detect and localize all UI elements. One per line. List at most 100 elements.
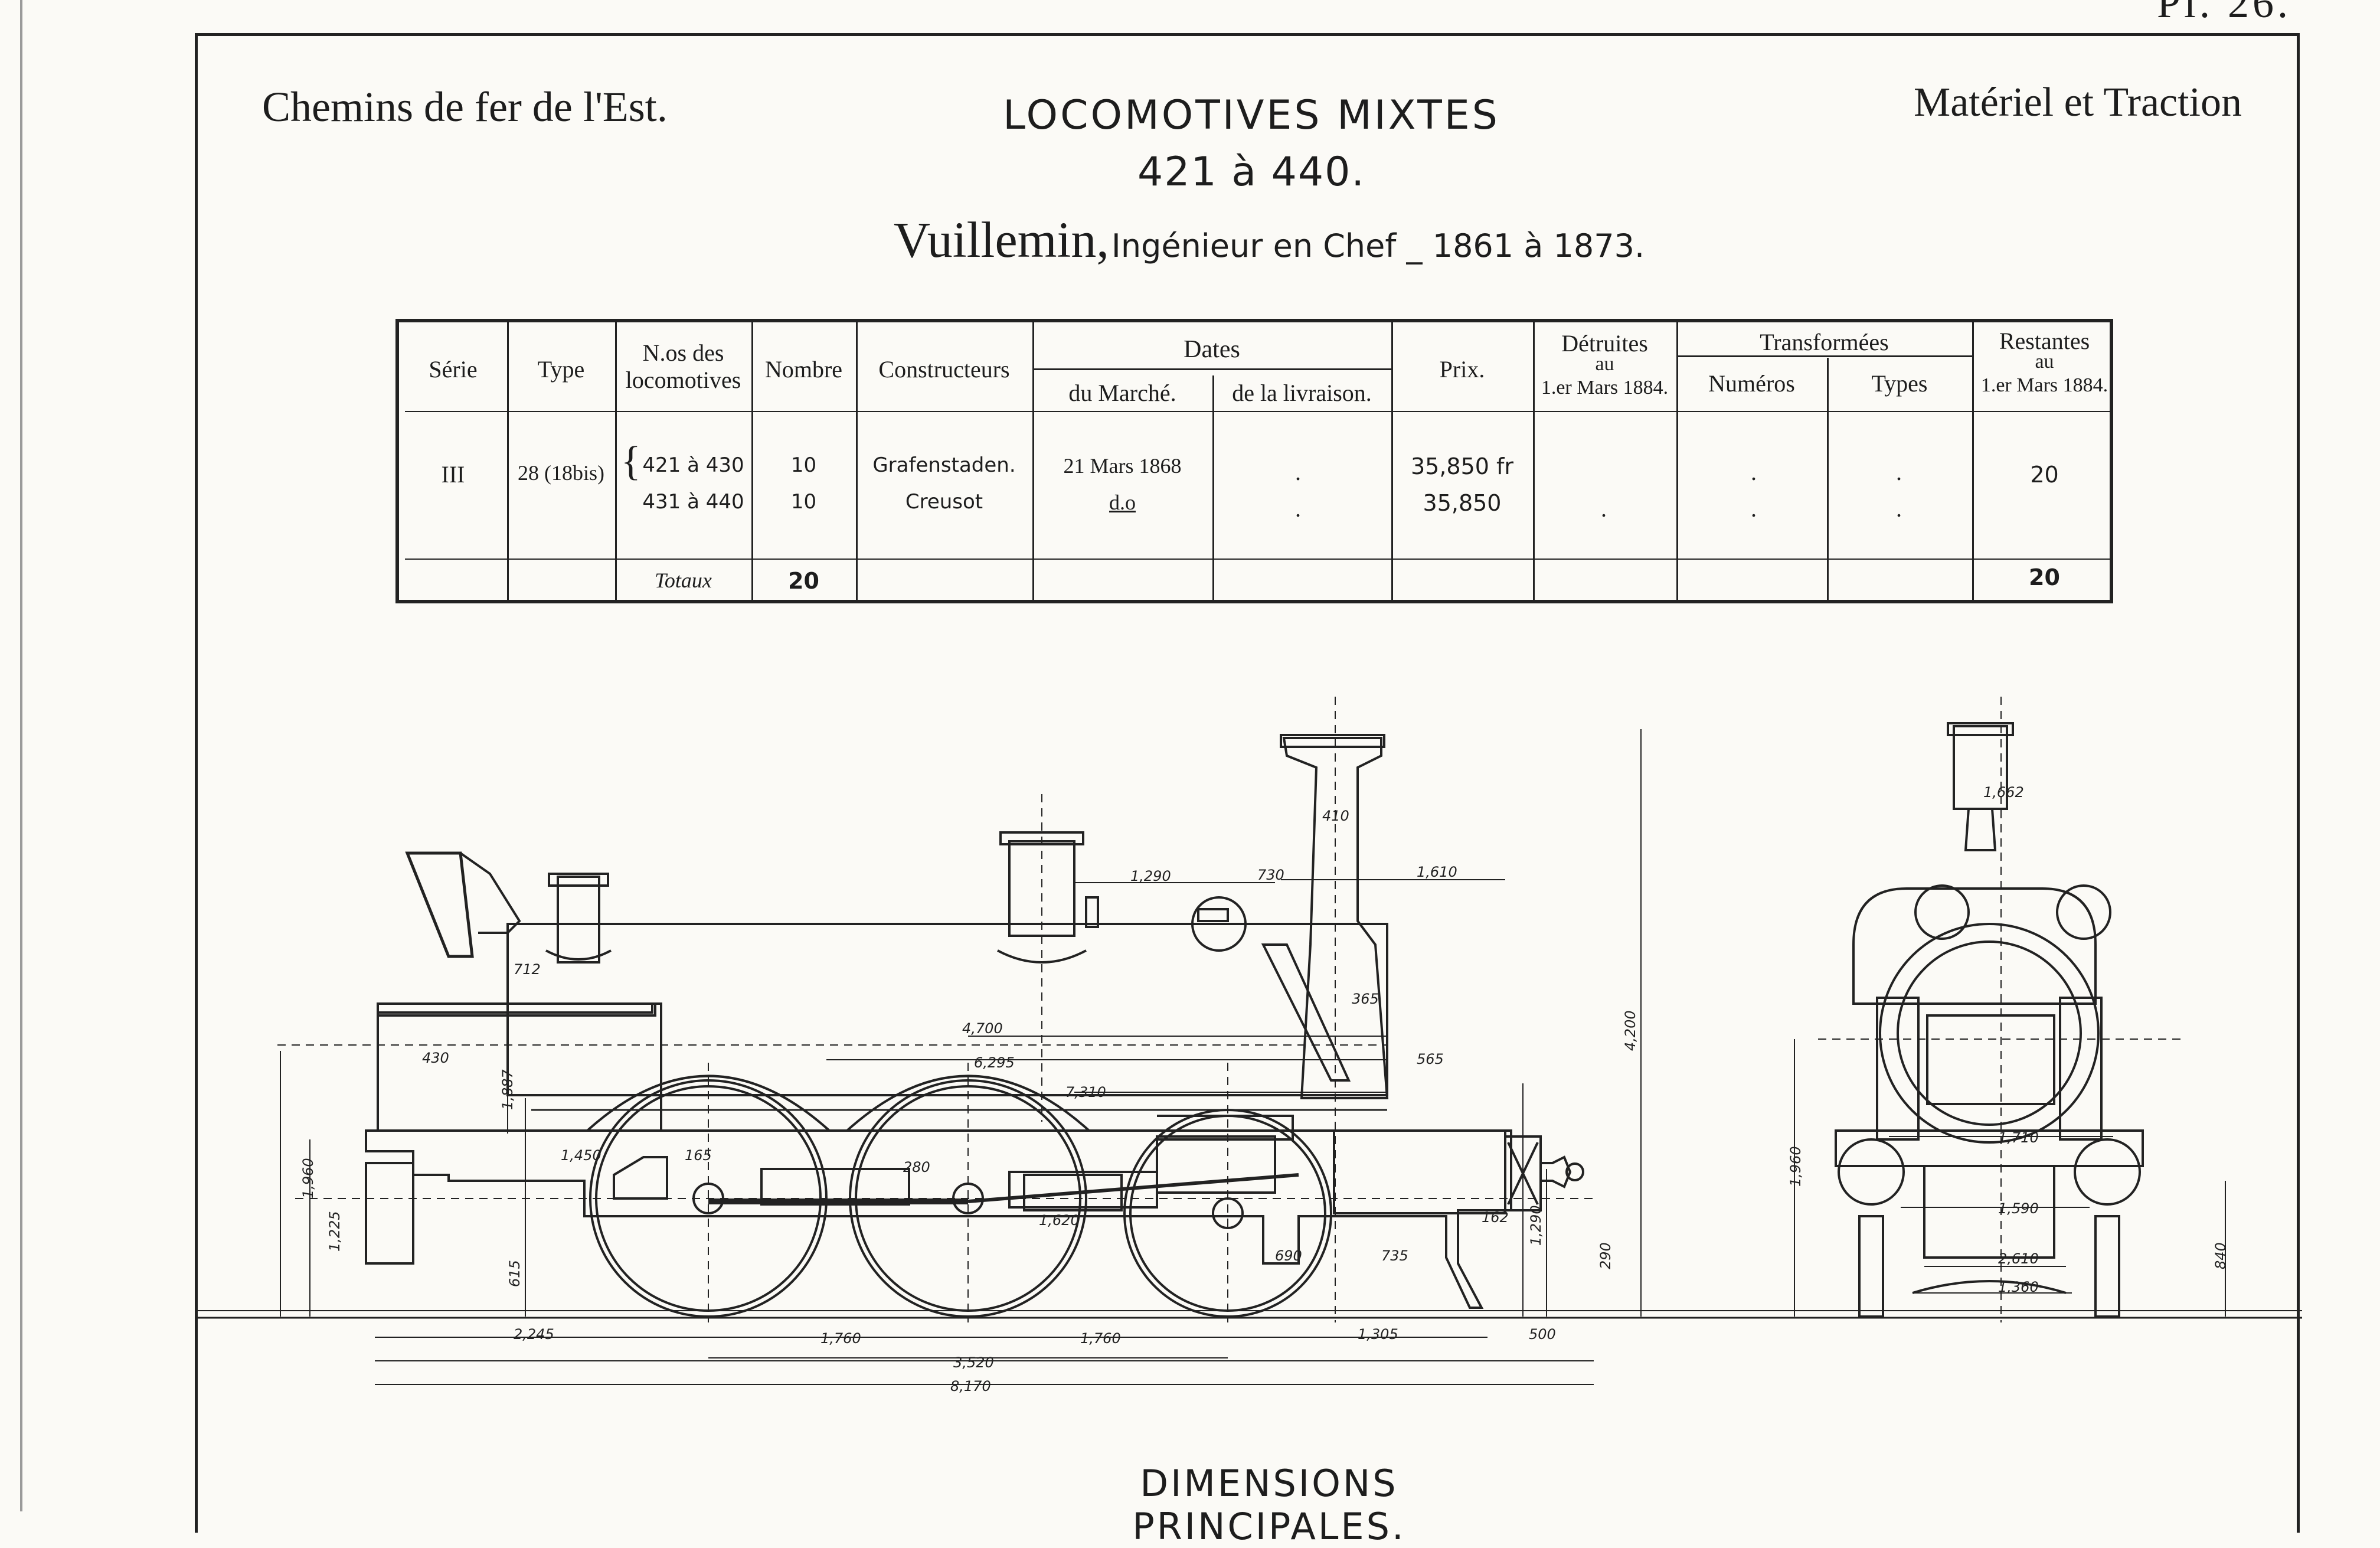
dim-162: 162 (1482, 1209, 1509, 1226)
col-sep (1391, 322, 1393, 600)
cell-nombre-2: 10 (790, 490, 817, 514)
cell-constructeur-1: Grafenstaden. (872, 453, 1016, 477)
header-rule (405, 411, 2111, 412)
dim-wheelbase: 3,520 (953, 1354, 994, 1371)
col-sep (751, 322, 753, 600)
dim-foot-h: 615 (506, 1260, 523, 1287)
totals-restantes: 20 (2029, 564, 2060, 590)
dim-smokebox: 1,610 (1417, 864, 1457, 880)
dim-dome-offset: 1,290 (1130, 868, 1171, 884)
hdr-dates: Dates (1184, 336, 1240, 363)
cell-prix-1: 35,850 fr (1410, 453, 1514, 479)
totals-rule (405, 559, 2111, 560)
dim-axle-height: 1,960 (300, 1158, 316, 1198)
dim-axle-1-2: 1,760 (820, 1330, 861, 1347)
hdr-restantes-2: au (2035, 351, 2054, 373)
cell-nombre-1: 10 (790, 453, 817, 477)
engineer-name: Vuillemin, (893, 211, 1109, 268)
dim-front-overhang: 2,245 (514, 1326, 554, 1343)
dim-690: 690 (1275, 1247, 1302, 1264)
locomotive-drawings: 2,245 1,760 1,760 1,305 500 3,520 8,170 … (195, 697, 2302, 1394)
cell-prix-2: 35,850 (1423, 490, 1502, 516)
dim-front-top: 1,662 (1983, 784, 2024, 801)
totals-nombre: 20 (788, 568, 819, 594)
cell-numeros-2: 431 à 440 (642, 490, 744, 514)
blank-dot: . (1896, 459, 1902, 485)
number-range: 421 à 440. (1137, 149, 1366, 195)
dim-front-w2: 1,590 (1998, 1200, 2039, 1217)
dim-wheel-1: 1,450 (561, 1147, 601, 1164)
dim-565: 565 (1417, 1051, 1444, 1067)
dim-365: 365 (1352, 991, 1379, 1007)
col-sep (615, 322, 617, 600)
hdr-prix: Prix. (1439, 356, 1485, 383)
hdr-restantes-3: 1.er Mars 1884. (1980, 374, 2108, 396)
col-sep (507, 322, 509, 600)
col-sep (1533, 322, 1535, 600)
dim-tube: 7,310 (1065, 1084, 1106, 1100)
hdr-detruites-3: 1.er Mars 1884. (1541, 377, 1669, 399)
binding-edge (20, 0, 22, 1511)
dim-front-840: 840 (2212, 1242, 2229, 1269)
dim-front-w1: 1,710 (1998, 1129, 2039, 1146)
dim-buffer-h: 1,290 (1528, 1205, 1544, 1246)
dim-front-h: 1,960 (1787, 1146, 1804, 1187)
hdr-transf-numeros: Numéros (1708, 370, 1795, 397)
dim-overall-length: 8,170 (950, 1378, 991, 1394)
dim-735: 735 (1381, 1247, 1408, 1264)
dim-front-w3: 2,610 (1998, 1250, 2039, 1267)
hdr-type: Type (537, 356, 585, 383)
col-sep (1032, 322, 1034, 600)
totals-label: Totaux (655, 569, 712, 592)
blank-dot: . (1751, 495, 1757, 522)
dim-height: 4,200 (1622, 1010, 1639, 1051)
cell-marche-2: d.o (1109, 491, 1136, 514)
dim-boiler-2: 6,295 (974, 1054, 1015, 1071)
col-sep (1827, 358, 1829, 600)
dim-cab-width: 430 (422, 1050, 449, 1066)
dates-rule (1032, 368, 1391, 370)
cell-marche-1: 21 Mars 1868 (1063, 454, 1182, 478)
hdr-restantes-1: Restantes (1999, 328, 2090, 354)
blank-dot: . (1295, 459, 1301, 485)
railway-name: Chemins de fer de l'Est. (262, 83, 668, 130)
front-elevation (1835, 722, 2144, 1318)
hdr-serie: Série (429, 356, 478, 383)
cell-type: 28 (18bis) (518, 461, 604, 485)
hdr-detruites-1: Détruites (1561, 330, 1648, 357)
hdr-detruites-2: au (1595, 353, 1614, 375)
col-sep (1972, 322, 1974, 600)
dim-funnel-offset: 730 (1257, 867, 1284, 883)
dim-frame-h: 1,225 (326, 1211, 343, 1252)
hdr-transf-types: Types (1871, 370, 1928, 397)
dim-small-165: 165 (685, 1147, 712, 1164)
dim-axle-2-3: 1,760 (1080, 1330, 1121, 1347)
hdr-livraison: de la livraison. (1232, 380, 1372, 406)
transf-rule (1676, 355, 1972, 357)
blank-dot: . (1601, 495, 1607, 522)
dim-front-w4: 1,360 (1998, 1279, 2039, 1295)
engineer-role: Ingénieur en Chef _ 1861 à 1873. (1111, 227, 1645, 264)
col-sep (1212, 375, 1214, 600)
dim-boiler-1: 4,700 (962, 1020, 1003, 1037)
hdr-nombre: Nombre (764, 356, 843, 383)
blank-dot: . (1896, 495, 1902, 522)
blank-dot: . (1751, 459, 1757, 485)
cell-numeros-1: 421 à 430 (642, 453, 744, 477)
col-sep (1676, 322, 1678, 600)
dim-290: 290 (1597, 1242, 1614, 1269)
hdr-transformees: Transformées (1760, 329, 1889, 355)
cell-serie: III (441, 461, 465, 488)
blank-dot: . (1295, 495, 1301, 522)
department-name: Matériel et Traction (1913, 80, 2242, 125)
plate-number: Pl. 26. (2156, 0, 2291, 27)
brace: { (621, 439, 641, 484)
fleet-table: Série Type N.os des locomotives Nombre C… (395, 319, 2113, 603)
cell-restantes: 20 (2030, 462, 2059, 488)
dim-funnel-dia: 410 (1322, 808, 1349, 824)
dim-buffer: 500 (1529, 1326, 1556, 1343)
dim-wheel-4: 1,620 (1039, 1212, 1080, 1229)
plate-frame (195, 33, 2300, 1533)
hdr-marche: du Marché. (1068, 380, 1176, 406)
dim-small-280: 280 (903, 1159, 930, 1175)
